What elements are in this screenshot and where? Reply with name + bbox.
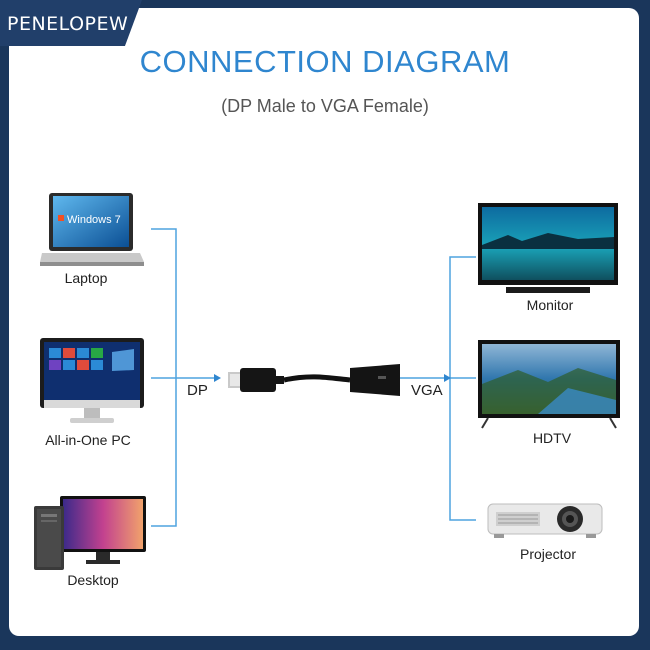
all-in-one-pc-label: All-in-One PC — [45, 432, 131, 448]
all-in-one-pc-icon — [40, 338, 144, 423]
brand-tab: PENELOPEW — [0, 0, 142, 46]
desktop-icon — [34, 496, 146, 570]
hdtv-icon — [478, 340, 620, 429]
left-arrow-head — [214, 374, 221, 382]
dp-connector-label: DP — [187, 382, 208, 399]
laptop-icon: Windows 7 — [40, 193, 144, 266]
right-bracket-line — [449, 256, 476, 521]
dp-to-vga-adapter-icon — [228, 364, 400, 396]
right-arrow-head — [444, 374, 451, 382]
vga-connector-label: VGA — [411, 382, 443, 399]
diagram-subtitle: (DP Male to VGA Female) — [221, 96, 429, 116]
hdtv-label: HDTV — [532, 430, 572, 446]
projector-label: Projector — [519, 546, 577, 562]
laptop-label: Laptop — [64, 270, 108, 286]
projector-icon — [487, 503, 603, 538]
monitor-icon — [478, 203, 618, 293]
diagram-title: CONNECTION DIAGRAM — [139, 44, 511, 79]
brand-name: PENELOPEW — [7, 13, 129, 35]
monitor-label: Monitor — [526, 297, 574, 313]
laptop-screen-text: Windows 7 — [67, 214, 121, 226]
desktop-label: Desktop — [67, 572, 119, 588]
